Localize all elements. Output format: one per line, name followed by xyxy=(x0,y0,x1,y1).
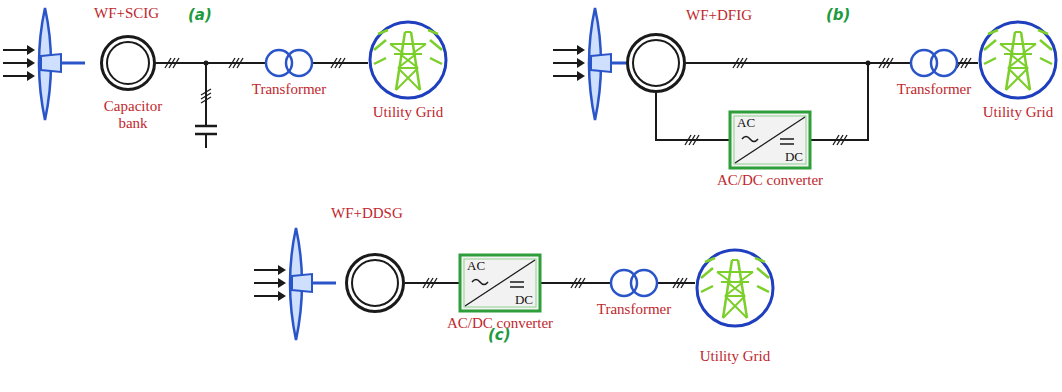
utility-grid-node: Utility Grid xyxy=(368,20,448,100)
wind-turbine xyxy=(3,8,85,120)
converter-box: ACDCAC/DC converter xyxy=(460,255,540,311)
power-line xyxy=(656,93,730,140)
converter-symbol-text: DC xyxy=(515,293,533,307)
three-phase-ticks xyxy=(165,58,971,288)
node-label: AC/DC converter xyxy=(717,172,823,189)
node-outline xyxy=(265,49,313,77)
node-outline xyxy=(626,33,686,93)
transformer-node: Transformer xyxy=(610,269,658,297)
converter-symbol-text: DC xyxy=(785,150,803,164)
panel-tag: (c) xyxy=(488,326,511,344)
node-outline xyxy=(610,269,658,297)
node-outline xyxy=(695,248,775,328)
node-outline xyxy=(368,20,448,100)
converter-symbol-text: AC xyxy=(737,116,755,130)
power-line xyxy=(958,62,978,64)
node-outline xyxy=(345,253,405,313)
capacitor-bank-symbol xyxy=(195,61,217,149)
node-label: WF+SCIG xyxy=(94,5,159,22)
power-line xyxy=(658,282,695,284)
converter-box: ACDCAC/DC converter xyxy=(730,112,810,168)
power-line xyxy=(810,63,910,140)
node-label: Transformer xyxy=(597,301,671,318)
wind-turbine xyxy=(254,228,336,340)
utility-grid-node: Utility Grid xyxy=(978,20,1058,100)
node-outline xyxy=(100,35,156,91)
node-label: WF+DDSG xyxy=(331,205,403,222)
node-label: Utility Grid xyxy=(700,348,770,365)
node-label: Transformer xyxy=(897,81,971,98)
panel-tag: (b) xyxy=(826,6,850,24)
node-label: Utility Grid xyxy=(983,104,1053,121)
power-line xyxy=(405,282,460,284)
utility-grid-node: Utility Grid xyxy=(695,248,775,328)
part-label: Capacitor bank xyxy=(96,98,170,132)
generator-node: WF+DDSG xyxy=(345,253,405,313)
node-label: WF+DFIG xyxy=(686,7,752,24)
transformer-node: Transformer xyxy=(910,49,958,77)
power-line xyxy=(313,62,368,64)
power-line xyxy=(156,62,265,64)
wind-turbine xyxy=(553,8,635,120)
node-label: Transformer xyxy=(252,81,326,98)
power-line xyxy=(540,282,610,284)
generator-node: WF+DFIG xyxy=(626,33,686,93)
generator-node: WF+SCIG xyxy=(100,35,156,91)
node-label: Utility Grid xyxy=(373,104,443,121)
panel-tag: (a) xyxy=(188,6,212,24)
node-outline xyxy=(978,20,1058,100)
transformer-node: Transformer xyxy=(265,49,313,77)
node-outline xyxy=(910,49,958,77)
converter-symbol-text: AC xyxy=(467,259,485,273)
